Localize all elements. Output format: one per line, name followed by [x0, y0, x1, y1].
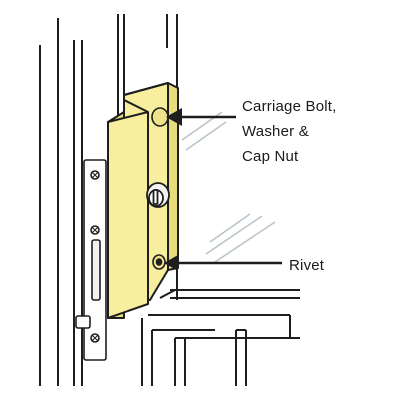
- door-glass: [181, 111, 276, 263]
- bolt-callout-line-3: Cap Nut: [242, 148, 299, 165]
- bolt-callout-label: Carriage Bolt, Washer & Cap Nut: [242, 98, 341, 165]
- cylinder-lock: [146, 182, 170, 208]
- strike-plate: [75, 159, 107, 361]
- door-frame: [39, 14, 300, 386]
- latch-guard-plate: [107, 82, 179, 319]
- bolt-callout-line-1: Carriage Bolt,: [242, 98, 337, 115]
- rivet-callout-label: Rivet: [289, 257, 325, 274]
- bolt-callout-line-2: Washer &: [242, 123, 309, 140]
- rivet-callout-line-1: Rivet: [289, 257, 325, 274]
- rivet-arrow: [164, 255, 282, 271]
- bolt-arrow: [166, 108, 236, 126]
- rivet-head: [152, 254, 166, 270]
- carriage-bolt-head: [151, 107, 169, 127]
